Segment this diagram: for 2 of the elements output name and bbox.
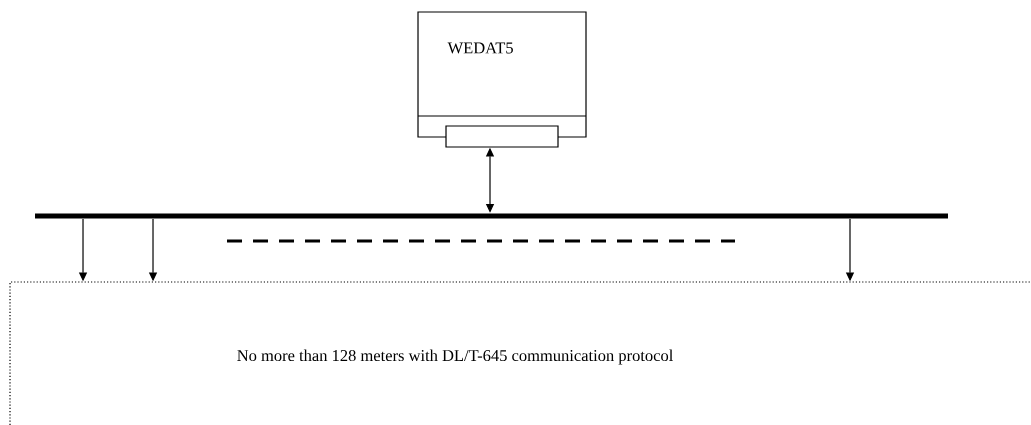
port-box — [445, 125, 559, 148]
dotted-area: No more than 128 meters with DL/T-645 communication protocol — [9, 281, 1031, 425]
